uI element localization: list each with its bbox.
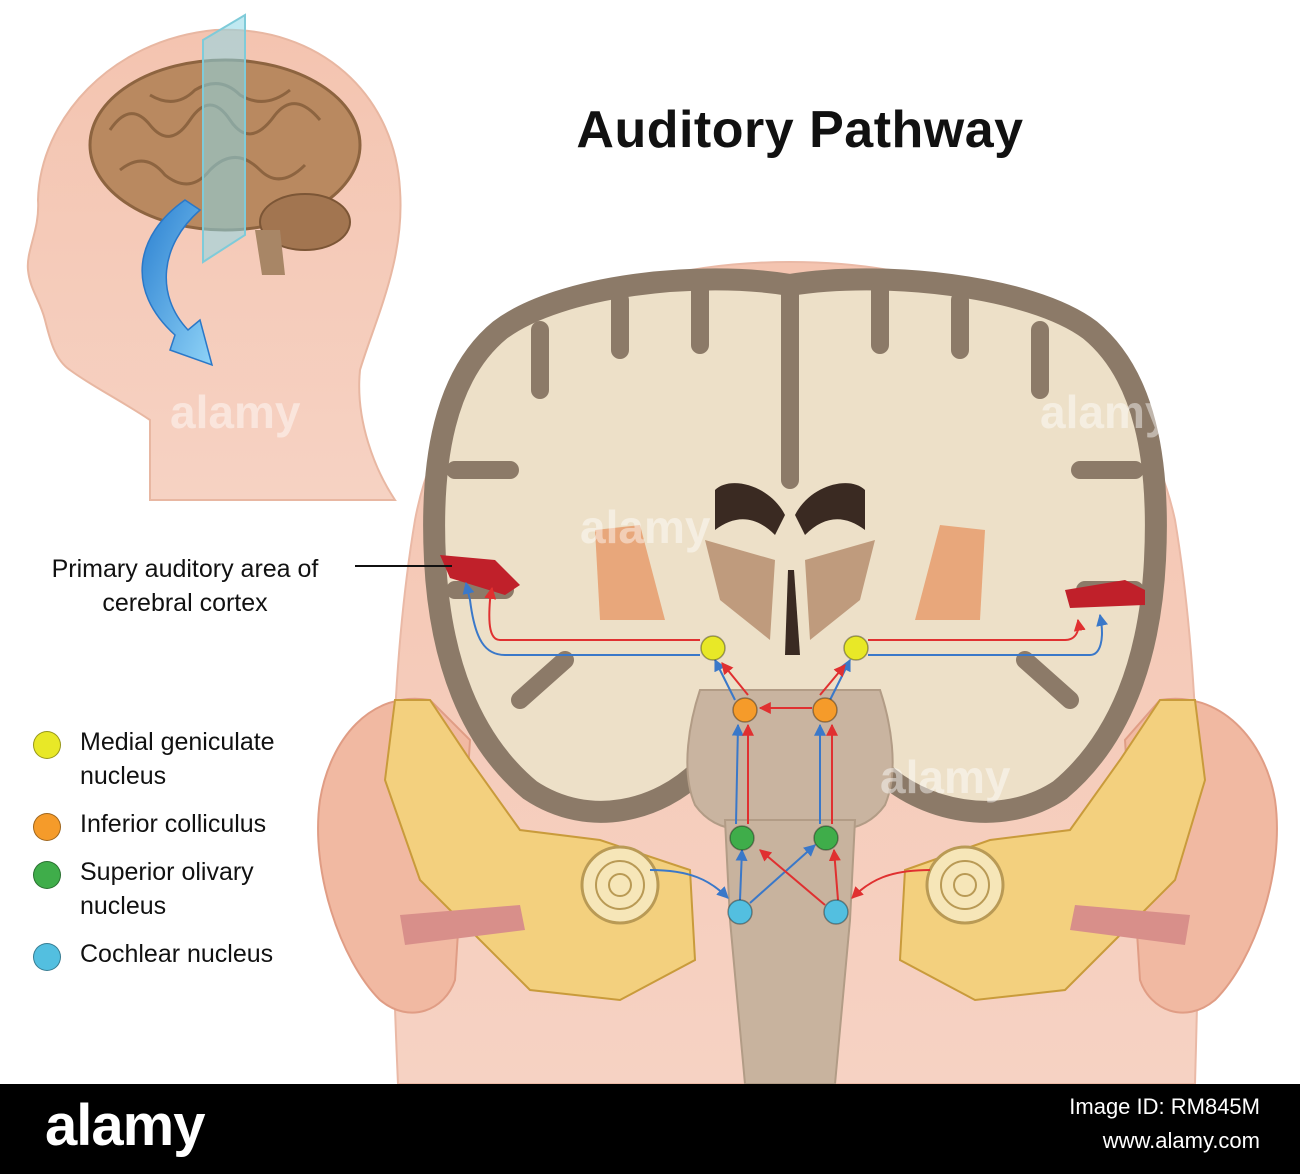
legend-label-line-2: nucleus xyxy=(80,892,167,920)
legend-item-superior-olivary: Superior olivary nucleus xyxy=(30,855,360,923)
left-cochlea xyxy=(580,845,660,925)
legend-dot xyxy=(33,731,61,759)
legend-item-cochlear-nucleus: Cochlear nucleus xyxy=(30,937,360,971)
inset-head-diagram xyxy=(26,13,402,501)
primary-auditory-area-callout: Primary auditory area of cerebral cortex xyxy=(10,552,360,620)
ic-left-node xyxy=(732,697,758,723)
red-path-ic-to-mgn-right xyxy=(819,664,846,696)
inset-cerebellum xyxy=(259,193,351,251)
blue-path-cn-to-son-right xyxy=(749,844,816,904)
midbrain-pons xyxy=(686,689,894,831)
legend-dot xyxy=(33,813,61,841)
cortical-gyri xyxy=(446,281,1144,709)
footer-logo[interactable]: alamy xyxy=(45,1093,205,1158)
left-primary-auditory-cortex xyxy=(440,555,520,595)
blue-path-cochlea-to-cn xyxy=(649,869,729,899)
pathway-nuclei xyxy=(700,635,869,925)
inset-section-plane xyxy=(202,13,246,264)
watermark: alamy xyxy=(880,751,1011,803)
right-thalamus xyxy=(805,540,875,640)
footer-bar: alamy Image ID: RM845M www.alamy.com xyxy=(0,1084,1300,1174)
watermark: alamy xyxy=(1040,386,1171,438)
right-putamen xyxy=(915,525,985,620)
blue-path-mgn-to-cortex-left xyxy=(462,581,700,656)
diagram-title: Auditory Pathway xyxy=(576,101,1024,159)
mgn-right-node xyxy=(843,635,869,661)
red-path-cn-to-son-left xyxy=(759,849,826,906)
red-path-mgn-to-cortex-right xyxy=(868,618,1086,641)
red-path-cochlea-to-cn xyxy=(851,869,931,899)
cn-right-node xyxy=(823,899,849,925)
red-path-cn-to-son-right xyxy=(828,848,841,901)
blue-path-cn-to-son-left xyxy=(735,848,748,901)
legend-label-line-2: nucleus xyxy=(80,762,167,790)
legend: Medial geniculate nucleus Inferior colli… xyxy=(30,725,360,985)
son-left-node xyxy=(729,825,755,851)
callout-line-1: Primary auditory area of xyxy=(51,555,319,583)
callout-line-2: cerebral cortex xyxy=(102,589,268,617)
left-putamen xyxy=(595,525,665,620)
blue-path-ic-to-mgn-left xyxy=(714,658,736,701)
cn-left-node xyxy=(727,899,753,925)
inset-brainstem xyxy=(255,230,285,275)
left-ear-canal xyxy=(400,905,525,945)
blue-path-son-to-ic-left xyxy=(731,723,744,825)
legend-item-inferior-colliculus: Inferior colliculus xyxy=(30,807,360,841)
watermark: alamy xyxy=(170,386,301,438)
son-right-node xyxy=(813,825,839,851)
blue-path-ic-to-mgn-right xyxy=(829,658,851,701)
inset-rotation-arrow xyxy=(141,199,214,367)
legend-dot xyxy=(33,861,61,889)
red-path-ic-to-mgn-left xyxy=(721,662,749,696)
legend-label: Inferior colliculus xyxy=(80,810,267,838)
right-cochlea xyxy=(925,845,1005,925)
left-thalamus xyxy=(705,540,775,640)
red-path-mgn-to-cortex-left xyxy=(484,586,700,641)
mgn-left-node xyxy=(700,635,726,661)
blue-path-mgn-to-cortex-right xyxy=(868,613,1108,656)
auditory-pathway-lines xyxy=(355,565,1108,906)
legend-label: Medial geniculate xyxy=(80,728,275,756)
ic-right-node xyxy=(812,697,838,723)
lateral-ventricles xyxy=(715,483,865,535)
legend-dot xyxy=(33,943,61,971)
legend-item-medial-geniculate: Medial geniculate nucleus xyxy=(30,725,360,793)
right-primary-auditory-cortex xyxy=(1065,580,1145,608)
left-temporal-bone xyxy=(383,699,697,1002)
legend-label: Superior olivary xyxy=(80,858,254,886)
legend-label: Cochlear nucleus xyxy=(80,940,274,968)
watermark: alamy xyxy=(580,501,711,553)
footer-site-link[interactable]: www.alamy.com xyxy=(1102,1128,1260,1153)
third-ventricle xyxy=(785,570,800,655)
footer-image-id: Image ID: RM845M xyxy=(1069,1094,1260,1119)
right-ear-canal xyxy=(1070,905,1190,945)
